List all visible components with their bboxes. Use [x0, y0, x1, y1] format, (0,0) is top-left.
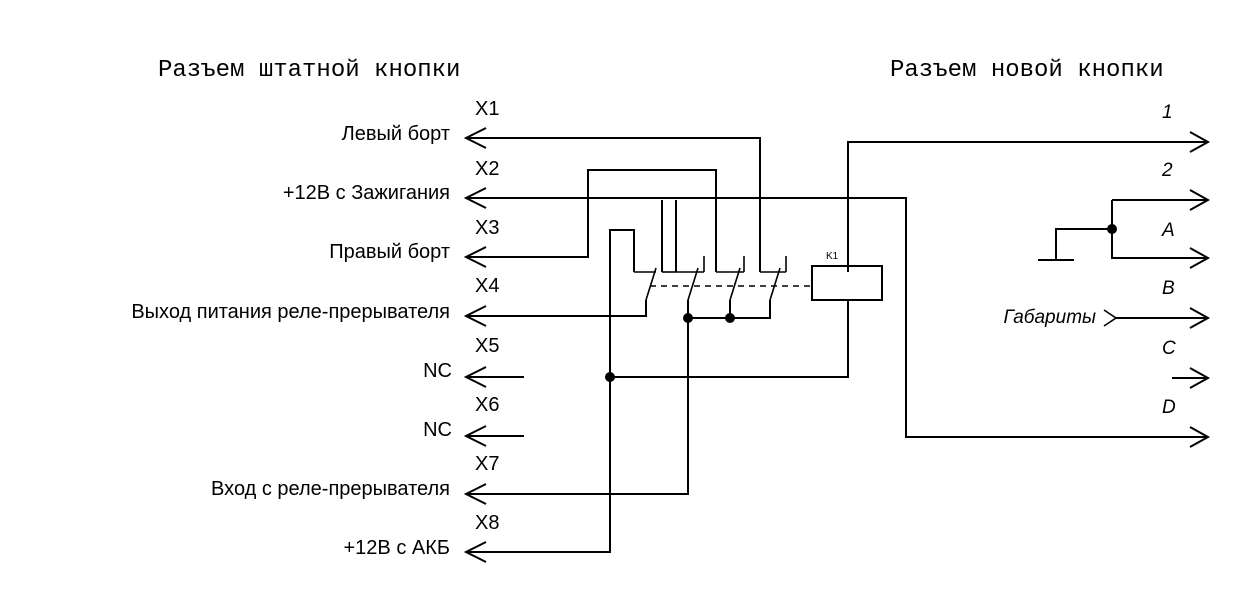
contact-3-blade — [729, 267, 741, 301]
pin-label-x7: X7 — [475, 453, 499, 475]
wire-x4 — [466, 300, 647, 317]
relay-coil — [811, 265, 883, 301]
signal-label-left-side: Левый борт — [342, 123, 450, 145]
wires — [466, 137, 1208, 553]
junction-dots — [605, 224, 1117, 382]
signal-label-ignition: +12В с Зажигания — [283, 182, 450, 204]
arrow-right-1 — [1189, 131, 1211, 153]
junction-contact-bus-1 — [683, 313, 693, 323]
right-pin-1: 1 — [1162, 102, 1173, 123]
wire-x3 — [466, 169, 717, 272]
wire-right-a — [1111, 200, 1208, 259]
pin-label-x2: X2 — [475, 158, 499, 180]
pin-label-x4: X4 — [475, 275, 499, 297]
pin-label-x6: X6 — [475, 394, 499, 416]
wire-x1 — [466, 137, 761, 272]
signal-label-nc-1: NC — [423, 360, 452, 382]
pin-label-x8: X8 — [475, 512, 499, 534]
gabarity-label: Габариты — [1004, 307, 1096, 328]
wire-x8 — [466, 229, 635, 553]
right-connector-heading: Разъем новой кнопки — [890, 57, 1164, 84]
arrow-right-d — [1189, 426, 1211, 448]
relay-label: K1 — [826, 251, 839, 262]
relay-contacts — [634, 256, 787, 301]
wire-ground — [1055, 228, 1112, 260]
signal-label-flasher-input: Вход с реле-прерывателя — [211, 478, 450, 500]
pin-label-x1: X1 — [475, 98, 499, 120]
wire-coil-top-to-1 — [847, 141, 1208, 272]
signal-label-flasher-output: Выход питания реле-прерывателя — [131, 301, 450, 323]
arrow-right-2 — [1189, 189, 1211, 211]
gabarity-arrow-in — [1103, 309, 1118, 327]
contact-4-blade — [769, 267, 781, 301]
right-connector: 1 2 A B Габариты C D — [1004, 102, 1211, 448]
wire-coil-bottom — [610, 300, 849, 378]
right-pin-2: 2 — [1161, 160, 1173, 181]
right-pin-d: D — [1162, 397, 1176, 418]
junction-contact-bus-2 — [725, 313, 735, 323]
arrow-right-a — [1189, 247, 1211, 269]
contact-1-blade — [645, 267, 657, 301]
wire-x2-to-d — [466, 197, 1208, 438]
arrow-right-b — [1189, 307, 1211, 329]
pin-label-x5: X5 — [475, 335, 499, 357]
wire-contact-bus — [688, 300, 771, 319]
signal-label-nc-2: NC — [423, 419, 452, 441]
left-connector-heading: Разъем штатной кнопки — [158, 57, 460, 84]
signal-label-battery: +12В с АКБ — [344, 537, 451, 559]
arrow-right-c — [1189, 367, 1211, 389]
signal-label-right-side: Правый борт — [329, 241, 450, 263]
right-pin-c: C — [1162, 338, 1176, 359]
pin-label-x3: X3 — [475, 217, 499, 239]
right-pin-a: A — [1161, 220, 1175, 241]
contact-2-blade — [687, 267, 699, 301]
junction-battery-bus — [605, 372, 615, 382]
right-pin-b: B — [1162, 278, 1175, 299]
